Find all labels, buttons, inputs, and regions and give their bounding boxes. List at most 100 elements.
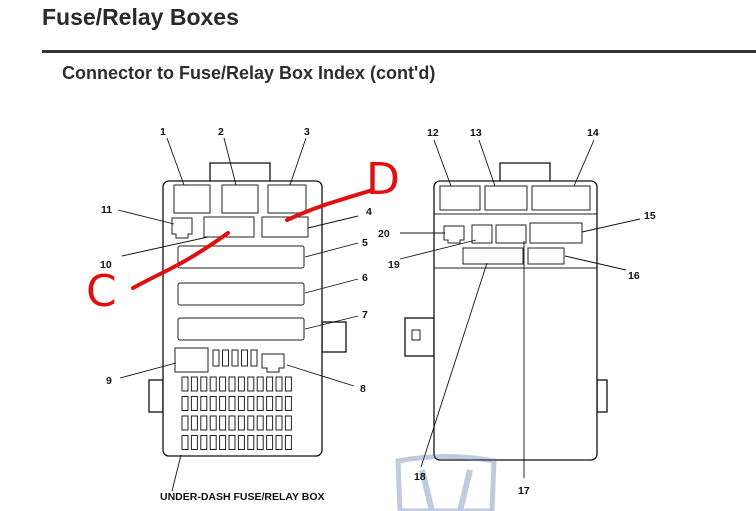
annotation-d: D <box>366 154 400 205</box>
leader-lines <box>117 137 641 492</box>
callout-labels: 1 2 3 4 5 6 7 8 9 10 11 12 13 14 15 16 1… <box>100 126 656 503</box>
section-subtitle: Connector to Fuse/Relay Box Index (cont'… <box>62 63 436 83</box>
callout-15: 15 <box>644 210 656 222</box>
callout-20: 20 <box>378 228 390 240</box>
connector-9 <box>174 347 209 373</box>
fuse-slot <box>266 396 274 411</box>
fuse-slot <box>181 435 189 450</box>
honda-logo-icon <box>395 454 497 511</box>
fuse-slot <box>181 415 189 431</box>
page-title: Fuse/Relay Boxes <box>42 4 239 30</box>
connector-14 <box>531 185 591 211</box>
fuse-slot <box>266 415 274 431</box>
fuse-slot <box>181 396 189 411</box>
fuse-slot <box>228 376 236 392</box>
fuse-slot <box>190 376 198 392</box>
fuse-slot <box>237 435 245 450</box>
callout-9: 9 <box>106 375 112 387</box>
fuse-slot <box>284 376 292 392</box>
callout-14: 14 <box>587 127 599 139</box>
fuse-slot <box>247 435 255 450</box>
fuse-slot <box>275 435 283 450</box>
callout-16: 16 <box>628 270 640 282</box>
fuse-slot <box>190 415 198 431</box>
connector-13 <box>484 185 528 211</box>
fuse-slot <box>209 376 217 392</box>
connector-17 <box>495 224 527 244</box>
callout-17: 17 <box>518 485 530 497</box>
connector-1 <box>173 184 211 214</box>
annotation-c: C <box>86 266 117 317</box>
fuse-slot <box>219 415 227 431</box>
fuse-slot <box>219 435 227 450</box>
fuse-slot <box>284 415 292 431</box>
connector-7 <box>177 317 305 341</box>
connector-18 <box>462 247 524 265</box>
callout-3: 3 <box>304 126 310 138</box>
fuse-slot <box>190 396 198 411</box>
fuse-slot <box>247 415 255 431</box>
callout-11: 11 <box>101 204 112 216</box>
secondary-fuse-box <box>404 162 608 461</box>
fuse-slot <box>241 349 248 367</box>
red-annotations: D C <box>86 154 400 317</box>
fuse-slot <box>231 349 239 367</box>
fuse-slot <box>237 396 245 411</box>
connector-5 <box>177 245 305 269</box>
callout-5: 5 <box>362 237 368 249</box>
connector-10 <box>203 216 255 238</box>
fuse-slot <box>256 396 264 411</box>
callout-4: 4 <box>366 206 372 218</box>
callout-10: 10 <box>100 259 112 271</box>
fuse-slot <box>222 349 229 367</box>
fuse-slot <box>284 396 292 411</box>
fuse-slot <box>247 396 255 411</box>
fuse-slot <box>209 415 217 431</box>
fuse-slot <box>212 349 220 367</box>
fuse-slot <box>247 376 255 392</box>
fuse-slot <box>275 396 283 411</box>
fuse-slot <box>209 396 217 411</box>
fuse-slot <box>237 376 245 392</box>
connector-11 <box>171 217 193 239</box>
fuse-slot <box>266 376 274 392</box>
connector-6 <box>177 282 305 306</box>
fuse-slot <box>200 415 208 431</box>
fuse-slot <box>228 396 236 411</box>
fuse-slot <box>237 415 245 431</box>
callout-19: 19 <box>388 259 400 271</box>
connector-2 <box>221 184 259 214</box>
fuse-slot <box>190 435 198 450</box>
connector-20 <box>443 225 465 244</box>
connector-3 <box>267 184 307 214</box>
fuse-slot <box>250 349 258 367</box>
fuse-slot <box>200 396 208 411</box>
callout-12: 12 <box>427 127 439 139</box>
connector-15 <box>529 222 583 244</box>
callout-8: 8 <box>360 383 366 395</box>
connector-4 <box>261 216 309 238</box>
fuse-slot <box>228 415 236 431</box>
connector-16 <box>527 247 565 265</box>
fuse-slot <box>275 415 283 431</box>
side-clip <box>411 329 421 341</box>
fuse-slot <box>256 415 264 431</box>
fuse-grid <box>181 349 292 450</box>
left-box-caption: UNDER-DASH FUSE/RELAY BOX <box>160 491 325 503</box>
callout-6: 6 <box>362 272 368 284</box>
connector-8 <box>261 353 285 373</box>
fuse-slot <box>209 435 217 450</box>
fuse-slot <box>256 435 264 450</box>
callout-1: 1 <box>160 126 166 138</box>
fuse-slot <box>219 376 227 392</box>
callout-7: 7 <box>362 309 368 321</box>
connector-12 <box>439 185 481 211</box>
connector-19 <box>471 224 493 244</box>
fuse-slot <box>284 435 292 450</box>
callout-2: 2 <box>218 126 224 138</box>
fuse-slot <box>228 435 236 450</box>
callout-18: 18 <box>414 471 426 483</box>
fuse-slot <box>256 376 264 392</box>
fuse-slot <box>200 376 208 392</box>
